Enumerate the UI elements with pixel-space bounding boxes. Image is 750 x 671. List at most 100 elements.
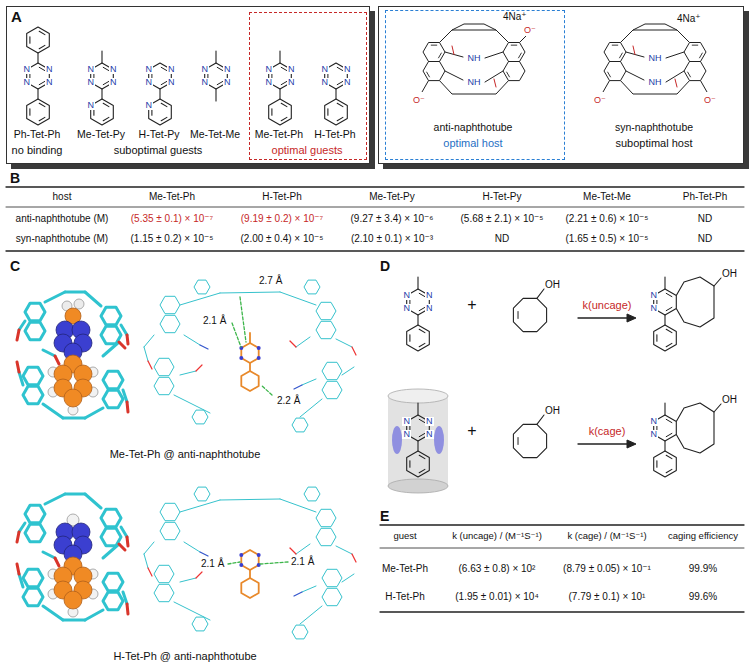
host-bond [148, 568, 152, 576]
stick-bond [43, 552, 55, 558]
double-bond [419, 455, 425, 458]
bond-line [37, 89, 38, 99]
table-cell: ND [698, 213, 712, 225]
stick-bond [103, 342, 119, 356]
node-text: H-Tet-Py [139, 128, 180, 140]
reaction-arrow [578, 443, 628, 444]
double-bond [39, 45, 45, 48]
host-bond [144, 554, 148, 568]
bond-line [279, 51, 280, 63]
table-cell: (2.21 ± 0.6) × 10⁻⁵ [565, 213, 648, 225]
atom-label: NH [467, 78, 482, 87]
bond-line [664, 441, 665, 451]
stick-bond [19, 523, 25, 532]
carboxylate-chain [603, 81, 610, 92]
table-cell: (8.79 ± 0.05) × 10⁻¹ [563, 563, 651, 575]
host-ring [316, 302, 336, 319]
stick-bond [63, 417, 85, 420]
stick-bond [127, 604, 128, 614]
atom-label: NH [648, 54, 663, 63]
host-bond [144, 335, 154, 347]
naphthalene-ring [503, 43, 525, 62]
table-rule [380, 611, 744, 612]
bond-line [714, 278, 721, 286]
stick-bond [17, 362, 19, 372]
table-cell: (7.79 ± 0.1) × 10¹ [569, 591, 646, 603]
cyclooctene-ring [513, 424, 546, 457]
table-header: guest [393, 531, 416, 542]
bond-line [714, 404, 721, 412]
double-bond [700, 53, 703, 58]
stick-bond [55, 558, 59, 566]
atom-label: N [649, 430, 658, 439]
table-cell: anti-naphthotube (M) [16, 213, 109, 225]
stick-bond [119, 342, 125, 348]
host-ring [192, 410, 208, 424]
double-bond [281, 103, 287, 106]
stick-bond [127, 402, 128, 412]
table-header: caging efficiency [668, 531, 738, 542]
naphthalene-ring [423, 62, 445, 81]
panel-letter: B [10, 170, 20, 186]
hbond-dash [232, 323, 241, 347]
cyclooctane-ring [676, 403, 714, 453]
carboxylate-chain [701, 81, 708, 92]
atom-label: N [649, 304, 658, 313]
atom-label: N [223, 65, 232, 74]
naphthalene-ring [684, 43, 706, 62]
arrow-head [627, 440, 636, 448]
double-bond [39, 31, 45, 34]
naphthalene-ring [604, 43, 626, 62]
bond-line [335, 89, 336, 99]
host-bond [180, 500, 220, 512]
hydrogen-sphere [74, 299, 84, 309]
table-cell: (9.27 ± 3.4) × 10⁻⁶ [351, 213, 434, 225]
stick-bond [123, 390, 127, 402]
double-bond [103, 117, 109, 120]
host-ring [154, 358, 174, 375]
bond-line [452, 46, 454, 55]
table-header: Me-Tet-Py [369, 191, 415, 203]
guest-ring [241, 371, 258, 391]
atom-label: N [402, 304, 411, 313]
table-header: H-Tet-Py [483, 191, 522, 203]
bond-line [445, 71, 463, 80]
distance-label: 2.1 Å [200, 558, 225, 570]
bond-line [537, 415, 544, 424]
bond-line [279, 89, 280, 99]
host-bond [294, 592, 302, 596]
atom-label: N [425, 291, 434, 300]
stick-bond [103, 544, 119, 558]
atom-label: N [649, 417, 658, 426]
table-header: H-Tet-Ph [262, 191, 301, 203]
host-bond [302, 586, 316, 592]
atom-label: O⁻ [593, 96, 607, 105]
host-bond [148, 361, 152, 369]
node-text: suboptimal guests [114, 144, 203, 157]
node-text: anti-naphthotube [434, 121, 513, 133]
double-bond [409, 461, 410, 468]
atom-label: N [264, 78, 273, 87]
host-bond [280, 292, 316, 305]
plus-sign: + [467, 296, 476, 314]
bond-line [485, 52, 503, 58]
double-bond [666, 469, 672, 472]
stick-ring [23, 367, 43, 384]
atom-label: N [425, 417, 434, 426]
benzene-ring [27, 99, 50, 125]
node-text: Me-Tet-Ph [255, 128, 303, 140]
node-text: 4Na⁺ [677, 13, 701, 25]
stick-bond [85, 494, 101, 508]
table-cell: 99.9% [689, 563, 717, 575]
stick-bond [55, 356, 59, 364]
double-bond [161, 117, 167, 120]
table-rule [6, 207, 744, 208]
node-text: optimal guests [272, 144, 343, 157]
naphthalene-ring [684, 62, 706, 81]
double-bond [666, 307, 672, 310]
atom-label: OH [722, 394, 737, 406]
benzene-ring [654, 325, 677, 351]
guest-ring [241, 550, 258, 570]
stick-bond [63, 619, 85, 622]
atom-label: N [167, 65, 176, 74]
